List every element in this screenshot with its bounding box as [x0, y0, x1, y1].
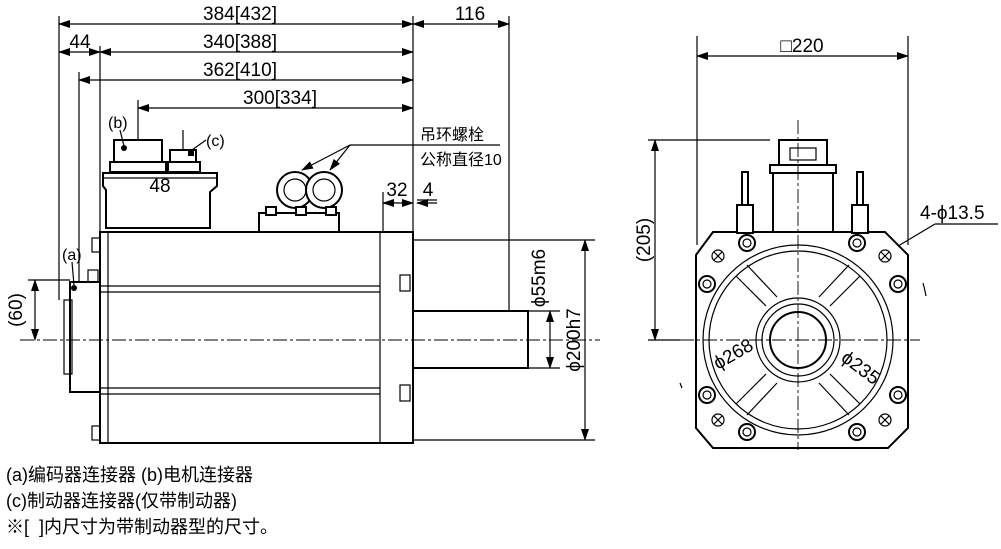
shaft — [412, 310, 529, 369]
dim-center-height: (60) — [6, 293, 27, 327]
dim-shaft-length: 116 — [455, 4, 485, 25]
dim-spigot-height: 4 — [423, 180, 434, 201]
front-connector — [769, 139, 837, 233]
motor-body — [91, 231, 414, 444]
mount-holes — [711, 249, 892, 427]
note-line: (a)编码器连接器 (b)电机连接器 — [6, 465, 253, 485]
dimension-lines — [28, 20, 595, 441]
side-view: 384[432] 116 44 340[388] 362[410] 300[33… — [6, 4, 600, 444]
note-line: (c)制动器连接器(仅带制动器) — [6, 491, 237, 511]
front-eyebolts — [736, 171, 869, 234]
eyebolt-label-line2: 公称直径10 — [420, 151, 502, 169]
front-view: □220 (205) 4-ϕ13.5 ϕ268 ϕ235 — [634, 36, 998, 450]
front-centerlines — [680, 120, 920, 450]
dim-mount-holes: 4-ϕ13.5 — [920, 203, 985, 224]
dim-spigot-diameter: ϕ200h7 — [564, 308, 585, 371]
label-c: (c) — [206, 133, 225, 150]
dim-connector-spacing: 48 — [149, 176, 170, 197]
eyebolt-label-line1: 吊环螺栓 — [420, 126, 484, 144]
note-line: ※[ ]内尺寸为带制动器型的尺寸。 — [6, 517, 279, 537]
dim-rear-offset: 44 — [69, 32, 91, 53]
label-b: (b) — [108, 115, 128, 132]
rear-encoder-cap — [63, 269, 101, 393]
dim-flange-to-rear: 340[388] — [203, 32, 277, 53]
legend-notes: (a)编码器连接器 (b)电机连接器 (c)制动器连接器(仅带制动器) ※[ ]… — [6, 462, 278, 540]
label-a: (a) — [62, 247, 82, 264]
ribs — [735, 264, 861, 416]
eyebolts — [71, 129, 500, 286]
dim-body-length: 362[410] — [203, 60, 277, 81]
dim-overall-length: 384[432] — [203, 4, 277, 25]
dim-connector-position: 300[334] — [243, 88, 317, 109]
dim-front-height: (205) — [634, 218, 655, 262]
dim-flange-square: □220 — [780, 36, 823, 57]
connector-box — [102, 139, 218, 229]
bolts — [698, 234, 907, 441]
dim-shaft-diameter: ϕ55m6 — [529, 249, 550, 307]
dim-flange-thickness: 32 — [386, 180, 407, 201]
